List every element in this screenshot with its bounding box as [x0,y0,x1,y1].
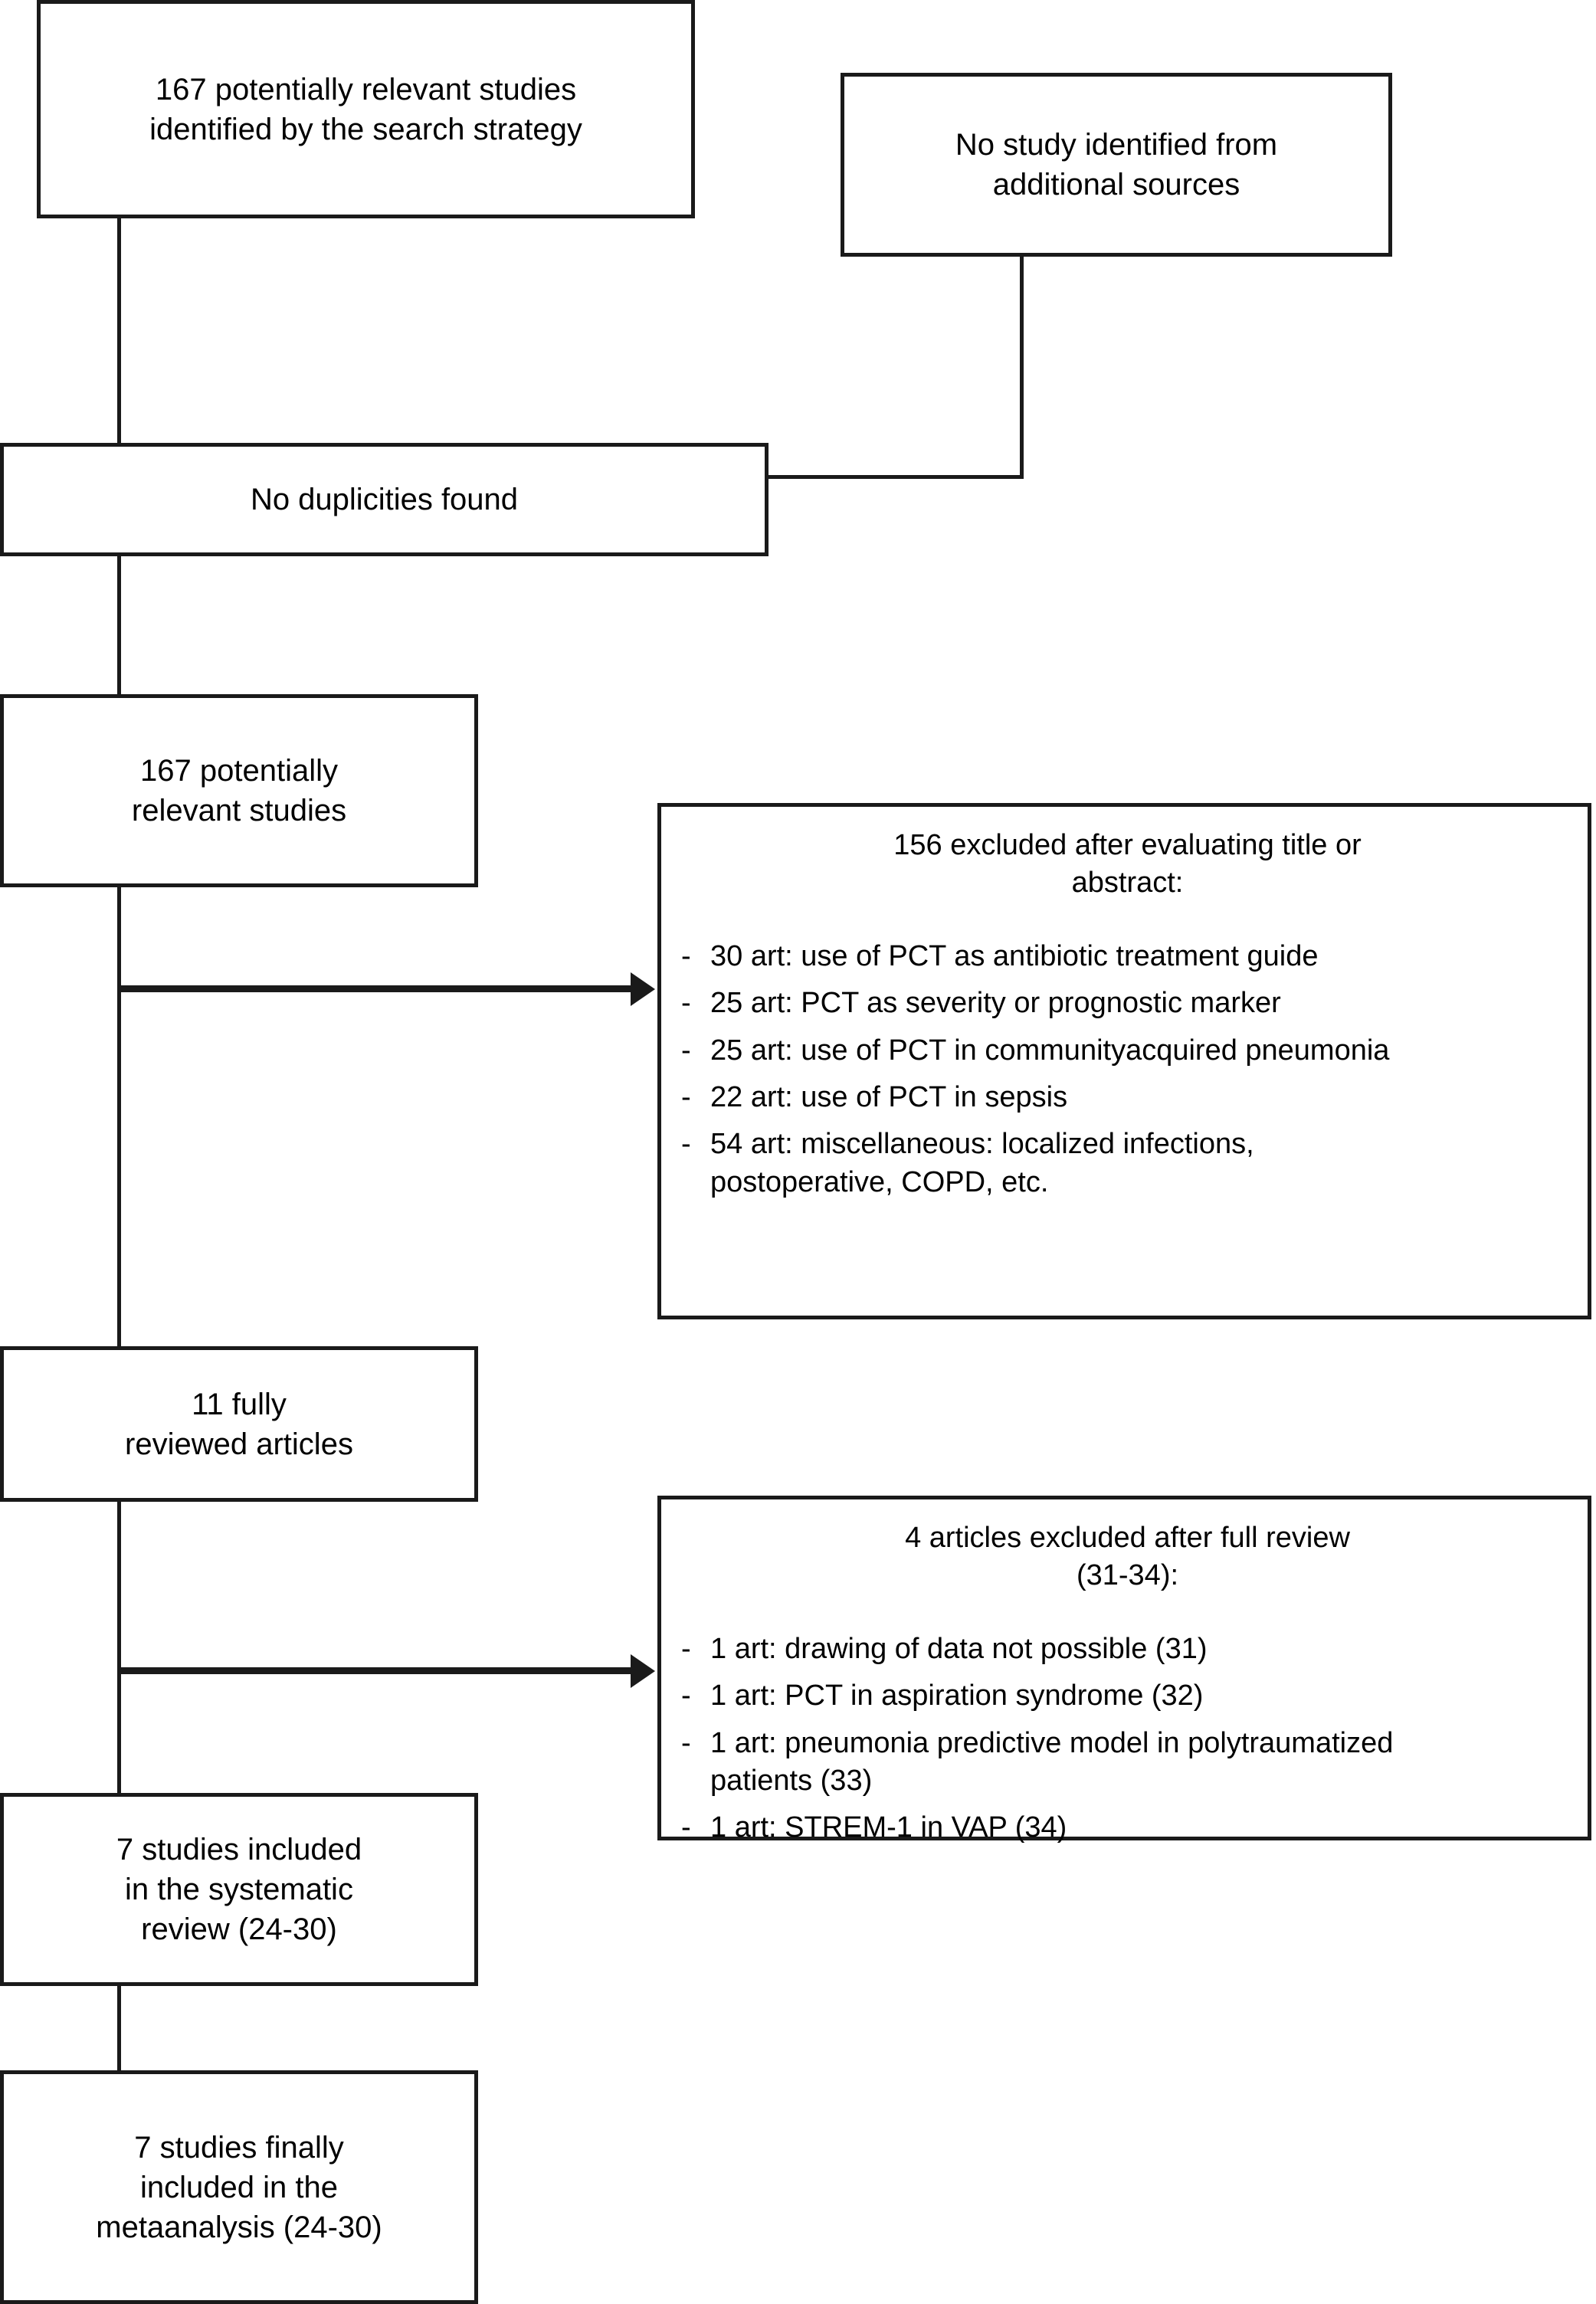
connector-screened-to-fully-reviewed [117,885,121,1352]
list-item: - 54 art: miscellaneous: localized infec… [681,1126,1574,1201]
connector-additional-sources-left [766,475,1024,479]
list-item-text: 1 art: drawing of data not possible (31) [710,1632,1208,1665]
list-item: - 1 art: PCT in aspiration syndrome (32) [681,1677,1574,1715]
node-metaanalysis-label: 7 studies finally included in the metaan… [96,2130,382,2244]
excluded-title-abstract-header: 156 excluded after evaluating title or a… [893,829,1362,900]
list-item-text: 54 art: miscellaneous: localized infecti… [710,1128,1254,1161]
list-item-text: 30 art: use of PCT as antibiotic treatme… [710,939,1319,972]
list-item-continuation: postoperative, COPD, etc. [710,1165,1049,1198]
excluded-full-review-header: 4 articles excluded after full review (3… [905,1522,1350,1592]
connector-systematic-review-to-metaanalysis [117,1984,121,2072]
node-screened-studies[interactable]: 167 potentially relevant studies [0,694,478,887]
node-fully-reviewed-articles[interactable]: 11 fully reviewed articles [0,1346,478,1502]
list-dash: - [681,1811,691,1844]
list-dash: - [681,1726,691,1759]
connector-additional-sources-down [1020,255,1024,479]
node-excluded-full-review[interactable]: 4 articles excluded after full review (3… [657,1496,1591,1844]
excluded-full-review-list: - 1 art: drawing of data not possible (3… [681,1630,1574,1847]
node-additional-sources[interactable]: No study identified from additional sour… [841,73,1392,257]
node-screened-studies-label: 167 potentially relevant studies [131,754,347,828]
list-item: - 25 art: PCT as severity or prognostic … [681,985,1574,1022]
list-item-text: 1 art: STREM-1 in VAP (34) [710,1811,1067,1844]
list-dash: - [681,1080,691,1113]
arrow-to-excluded-full-review [117,1667,632,1674]
node-systematic-review[interactable]: 7 studies included in the systematic rev… [0,1793,478,1986]
node-systematic-review-label: 7 studies included in the systematic rev… [116,1833,362,1946]
arrow-to-excluded-title-abstract [117,985,632,992]
list-item: - 22 art: use of PCT in sepsis [681,1079,1574,1116]
list-dash: - [681,1632,691,1665]
list-dash: - [681,939,691,972]
list-item: - 1 art: drawing of data not possible (3… [681,1630,1574,1668]
list-item-text: 25 art: PCT as severity or prognostic ma… [710,987,1281,1020]
list-item: - 1 art: STREM-1 in VAP (34) [681,1809,1574,1847]
list-item-text: 1 art: PCT in aspiration syndrome (32) [710,1680,1204,1712]
node-identified-studies[interactable]: 167 potentially relevant studies identif… [37,0,695,218]
list-item-text: 1 art: pneumonia predictive model in pol… [710,1726,1394,1759]
node-additional-sources-label: No study identified from additional sour… [955,128,1278,202]
list-item: - 25 art: use of PCT in communityacquire… [681,1032,1574,1070]
connector-identified-to-duplicities [117,217,121,464]
list-dash: - [681,1680,691,1712]
list-item-continuation: patients (33) [710,1764,873,1797]
list-dash: - [681,1128,691,1161]
node-no-duplicities[interactable]: No duplicities found [0,443,769,556]
node-identified-studies-label: 167 potentially relevant studies identif… [149,72,582,146]
excluded-title-abstract-list: - 30 art: use of PCT as antibiotic treat… [681,938,1574,1201]
connector-duplicities-to-screened [117,555,121,700]
list-dash: - [681,987,691,1020]
list-item-text: 25 art: use of PCT in communityacquired … [710,1034,1390,1067]
list-item: - 30 art: use of PCT as antibiotic treat… [681,938,1574,975]
node-metaanalysis[interactable]: 7 studies finally included in the metaan… [0,2070,478,2304]
connector-fully-reviewed-to-systematic-review [117,1499,121,1798]
list-item-text: 22 art: use of PCT in sepsis [710,1080,1068,1113]
list-item: - 1 art: pneumonia predictive model in p… [681,1725,1574,1801]
node-no-duplicities-label: No duplicities found [250,483,519,516]
node-excluded-title-abstract[interactable]: 156 excluded after evaluating title or a… [657,803,1591,1319]
node-fully-reviewed-articles-label: 11 fully reviewed articles [125,1387,353,1461]
list-dash: - [681,1034,691,1067]
